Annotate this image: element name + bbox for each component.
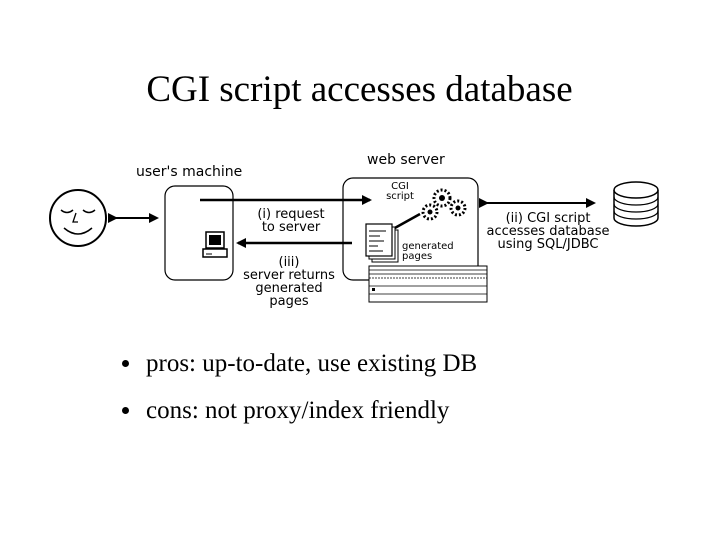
gears-icon [421,188,467,221]
bullet-dot [122,360,129,367]
user-face-icon [49,189,107,247]
web-server-label: web server [367,152,445,168]
returns-label: (iii) server returns generated pages [243,255,335,309]
slide-title: CGI script accesses database [146,69,573,110]
bullet-pros: pros: up-to-date, use existing DB [122,340,477,387]
generated-pages-label: generated pages [402,241,454,262]
db-access-label: (ii) CGI script accesses database using … [486,211,610,252]
bullet-dot [122,407,129,414]
computer-icon [202,231,228,258]
server-hardware-icon [368,265,488,303]
cgi-script-label: CGI script [386,181,414,202]
database-icon [613,181,659,227]
bullet-cons: cons: not proxy/index friendly [122,387,477,434]
request-label: (i) request to server [257,207,325,235]
users-machine-label: user's machine [136,164,243,180]
generated-pages-icon [365,223,399,263]
bullet-list: pros: up-to-date, use existing DB cons: … [122,340,477,434]
